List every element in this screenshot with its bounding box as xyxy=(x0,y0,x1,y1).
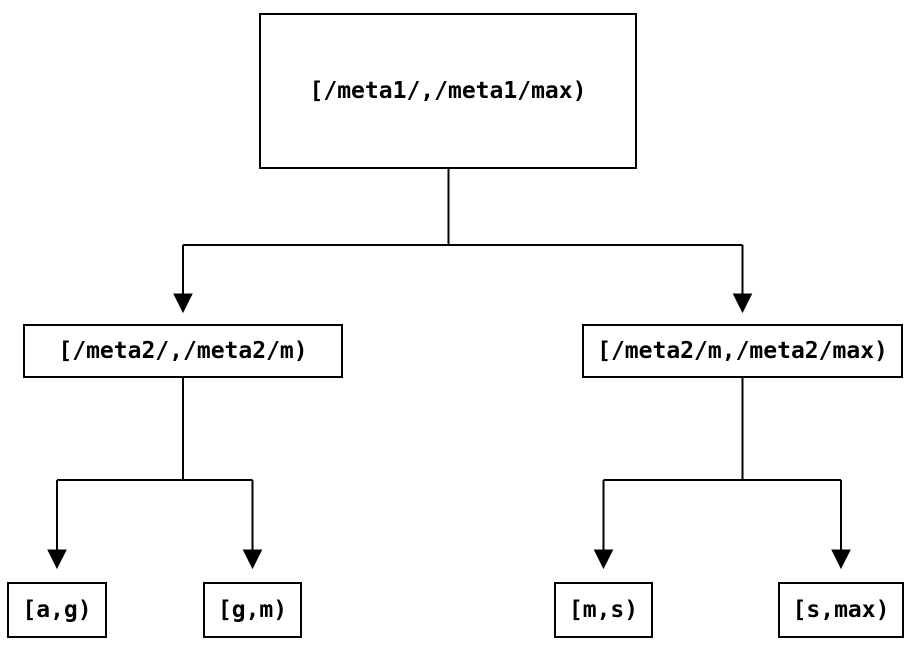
node-leaf-smax: [s,max) xyxy=(778,582,904,638)
node-leaf-ms-label: [m,s) xyxy=(568,597,639,623)
node-right-mid-label: [/meta2/m,/meta2/max) xyxy=(597,338,888,364)
arrow-down-icon xyxy=(732,293,753,314)
arrow-down-icon xyxy=(47,549,67,570)
node-leaf-ag: [a,g) xyxy=(7,582,107,638)
node-left-mid-label: [/meta2/,/meta2/m) xyxy=(58,338,308,364)
arrow-down-icon xyxy=(593,549,614,570)
node-left-mid: [/meta2/,/meta2/m) xyxy=(23,324,343,378)
node-leaf-ms: [m,s) xyxy=(554,582,653,638)
node-right-mid: [/meta2/m,/meta2/max) xyxy=(582,324,903,378)
arrow-down-icon xyxy=(831,549,851,570)
arrow-down-icon xyxy=(242,549,263,570)
node-leaf-ag-label: [a,g) xyxy=(22,597,92,623)
node-leaf-gm-label: [g,m) xyxy=(217,597,288,623)
node-leaf-gm: [g,m) xyxy=(203,582,302,638)
node-root: [/meta1/,/meta1/max) xyxy=(259,13,637,169)
arrow-down-icon xyxy=(173,293,193,314)
node-root-label: [/meta1/,/meta1/max) xyxy=(309,78,587,104)
node-leaf-smax-label: [s,max) xyxy=(792,597,890,623)
